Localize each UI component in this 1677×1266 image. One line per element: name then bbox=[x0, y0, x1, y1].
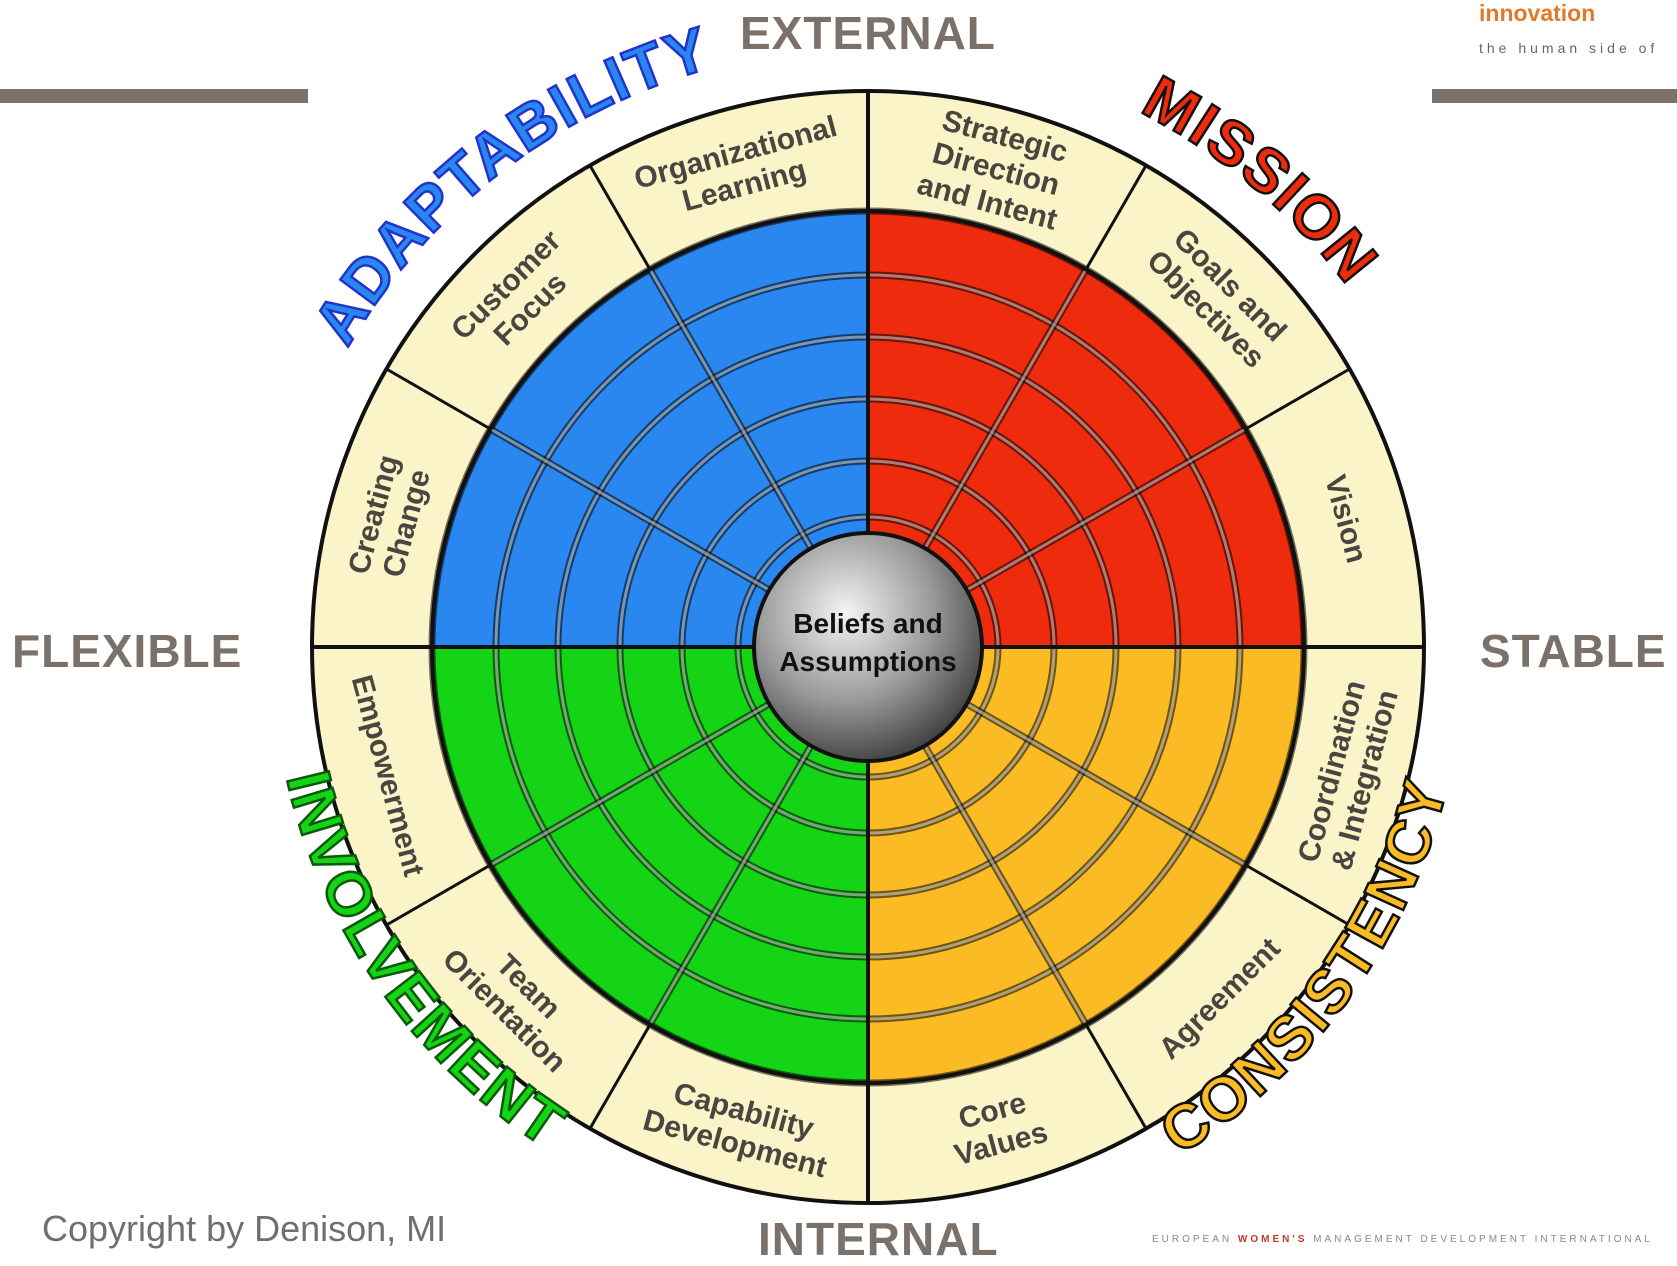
segment-divider bbox=[588, 164, 652, 271]
segment-divider bbox=[1244, 863, 1351, 927]
segment-divider bbox=[588, 1023, 652, 1130]
brand-name: innovation bbox=[1479, 0, 1596, 26]
quadrant-mission bbox=[867, 207, 1308, 648]
axis-label-external: EXTERNAL bbox=[740, 7, 996, 59]
copyright-text: Copyright by Denison, MI bbox=[42, 1208, 447, 1249]
brand-logo: innovation the human side of bbox=[1477, 0, 1677, 70]
segment-divider bbox=[385, 863, 492, 927]
footer-brand: EUROPEAN WOMEN'S MANAGEMENT DEVELOPMENT … bbox=[1152, 1234, 1653, 1245]
segment-divider bbox=[1244, 367, 1351, 431]
segment-divider bbox=[385, 367, 492, 431]
brand-tagline: the human side of bbox=[1479, 40, 1659, 56]
segment-divider bbox=[1084, 1023, 1148, 1130]
top-right-rule bbox=[1432, 89, 1677, 103]
top-left-rule bbox=[0, 89, 308, 103]
center-hub bbox=[752, 531, 984, 763]
axis-label-stable: STABLE bbox=[1480, 625, 1667, 677]
center-label-line2: Assumptions bbox=[779, 646, 956, 677]
segment-divider bbox=[1084, 164, 1148, 271]
axis-label-flexible: FLEXIBLE bbox=[12, 625, 243, 677]
center-label-line1: Beliefs and bbox=[793, 608, 942, 639]
